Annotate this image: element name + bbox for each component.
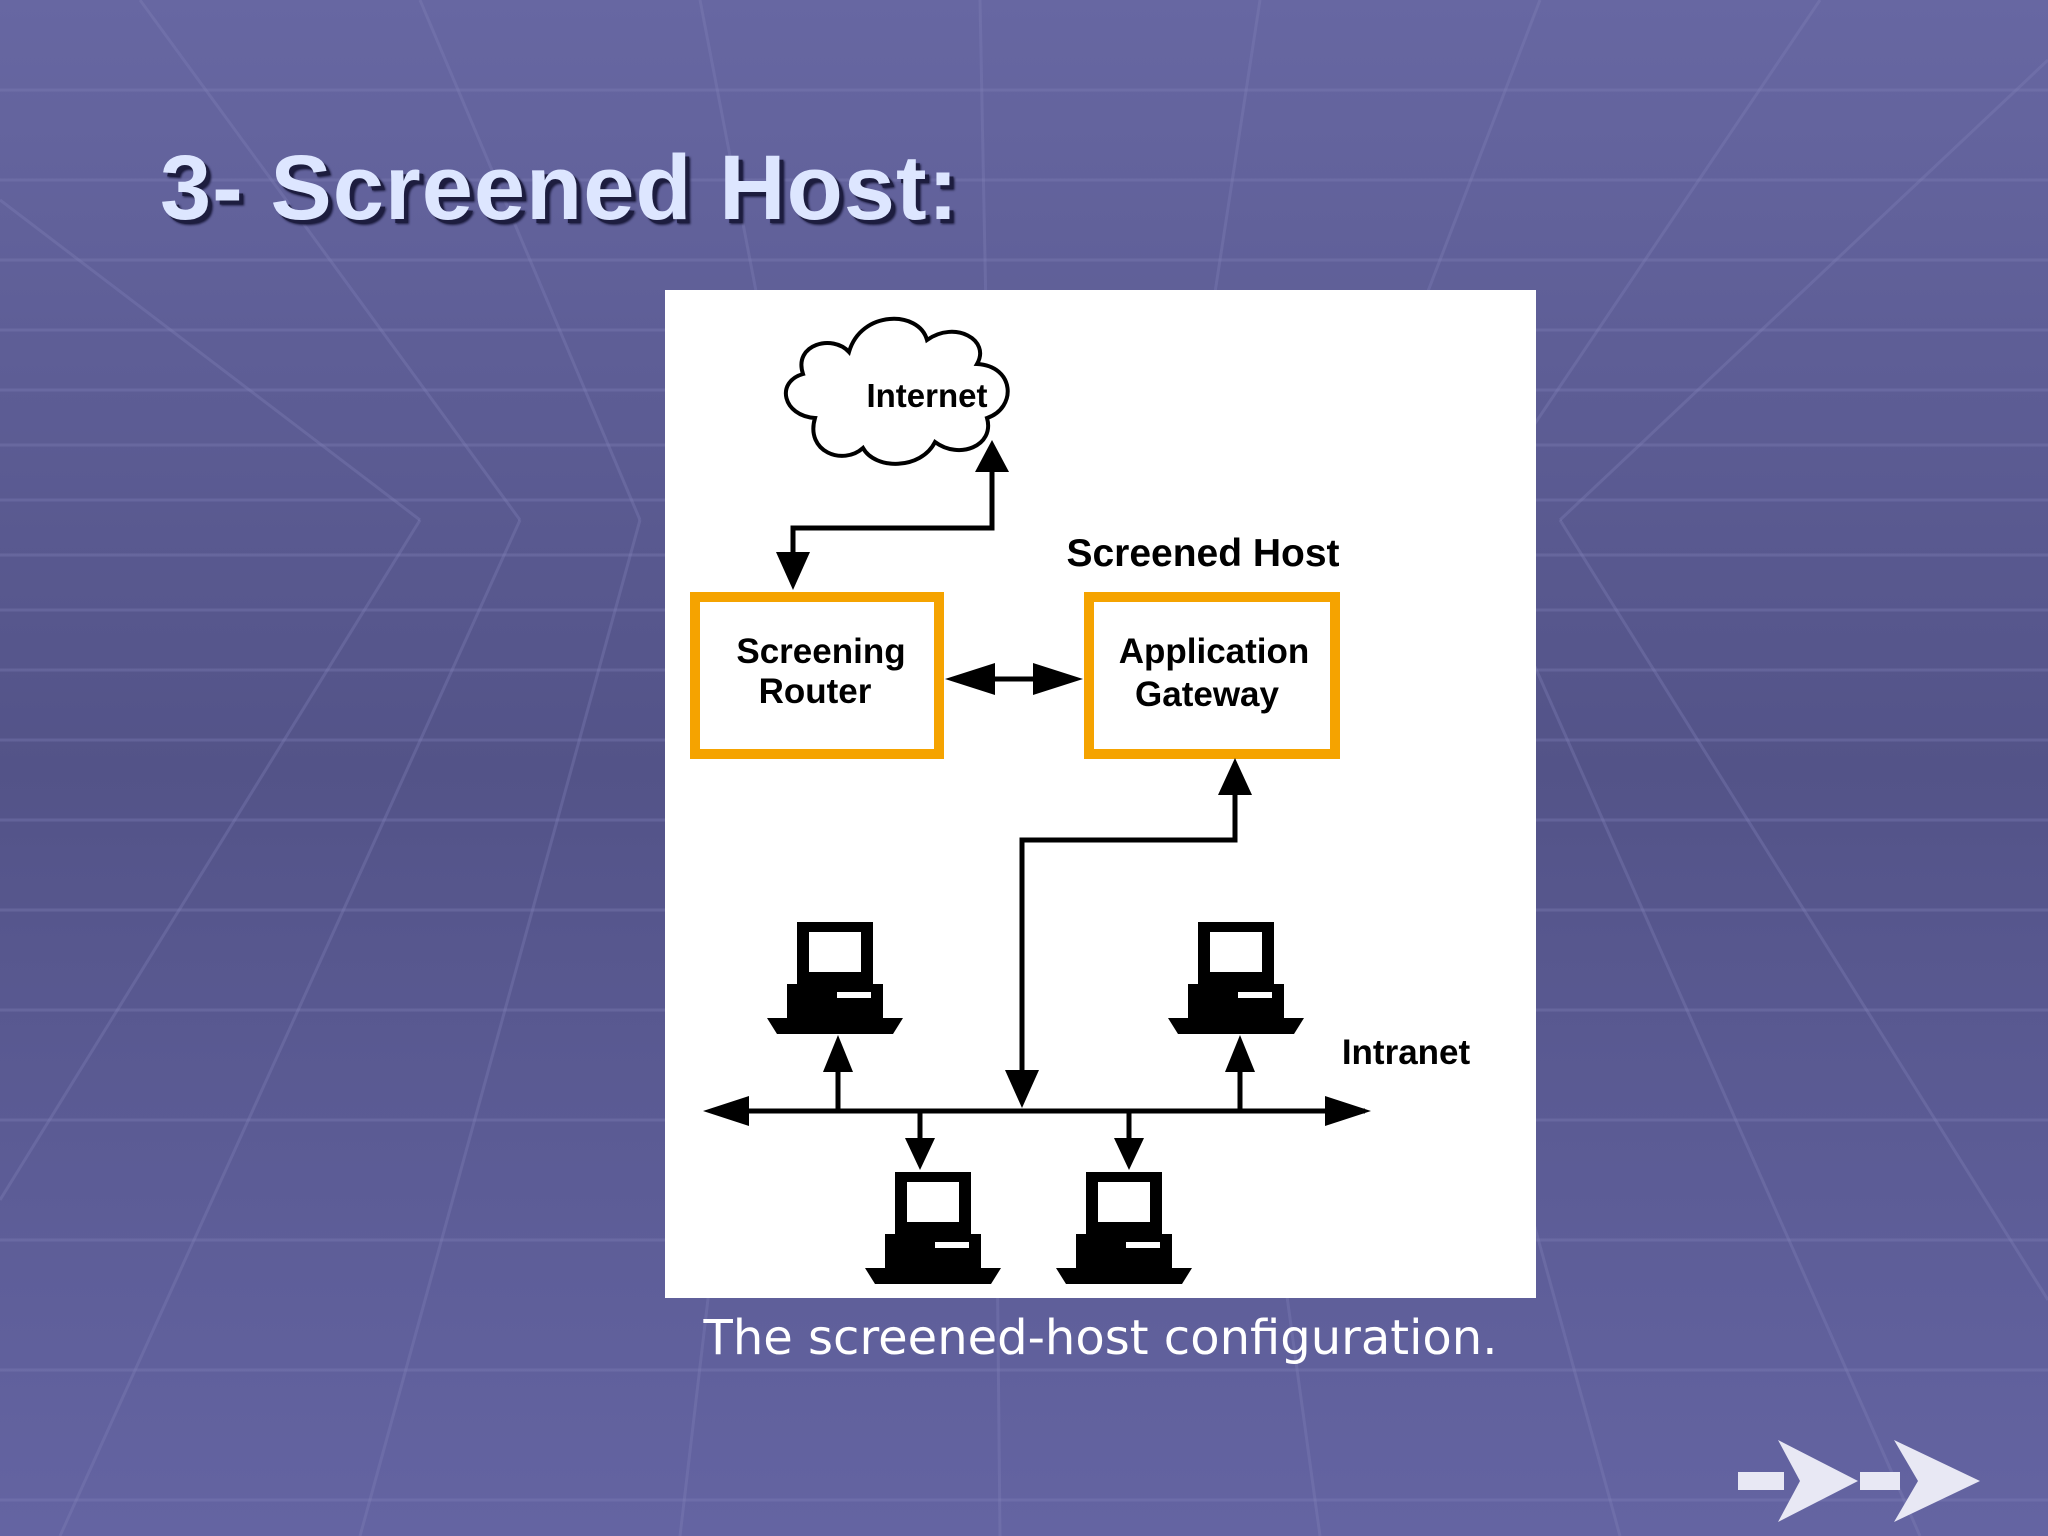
computer-icon-1 xyxy=(767,922,903,1034)
screening-router-box: Screening Router xyxy=(690,592,944,759)
gateway-label-line1: Application xyxy=(1119,632,1310,671)
screened-host-diagram: Internet Screened Host Screening Router … xyxy=(665,290,1536,1298)
internet-cloud-icon: Internet xyxy=(783,316,1010,466)
arrow-down-to-router-icon xyxy=(776,552,810,590)
computer-icon-2 xyxy=(1168,922,1304,1034)
arrow-right-bus-end-icon xyxy=(1325,1096,1371,1126)
gateway-intranet-link xyxy=(1019,795,1238,1080)
arrow-up-computer-2-icon xyxy=(1225,1035,1255,1072)
application-gateway-box: Application Gateway xyxy=(1084,592,1340,759)
arrow-left-bus-end-icon xyxy=(703,1096,749,1126)
next-slide-button[interactable] xyxy=(1738,1436,1984,1526)
slide-title: 3- Screened Host: xyxy=(160,137,960,239)
arrow-down-computer-4-icon xyxy=(1114,1138,1144,1170)
internet-label: Internet xyxy=(866,377,987,414)
screened-host-label: Screened Host xyxy=(1066,532,1339,575)
arrow-up-to-internet-icon xyxy=(975,440,1009,472)
arrow-up-to-gateway-icon xyxy=(1218,758,1252,795)
figure-caption: The screened-host configuration. xyxy=(703,1310,1498,1366)
intranet-label: Intranet xyxy=(1342,1033,1471,1072)
router-label-line2: Router xyxy=(759,672,872,711)
arrow-right-to-gateway-icon xyxy=(1033,663,1083,695)
computer-icon-3 xyxy=(865,1172,1001,1284)
arrow-down-computer-3-icon xyxy=(905,1138,935,1170)
arrow-left-to-router-icon xyxy=(945,663,995,695)
arrow-down-to-intranet-icon xyxy=(1005,1070,1039,1108)
arrow-up-computer-1-icon xyxy=(823,1035,853,1072)
router-internet-link xyxy=(790,472,995,552)
computer-icon-4 xyxy=(1056,1172,1192,1284)
gateway-label-line2: Gateway xyxy=(1135,675,1279,714)
double-chevron-right-icon xyxy=(1738,1440,1980,1522)
router-label-line1: Screening xyxy=(736,632,905,671)
